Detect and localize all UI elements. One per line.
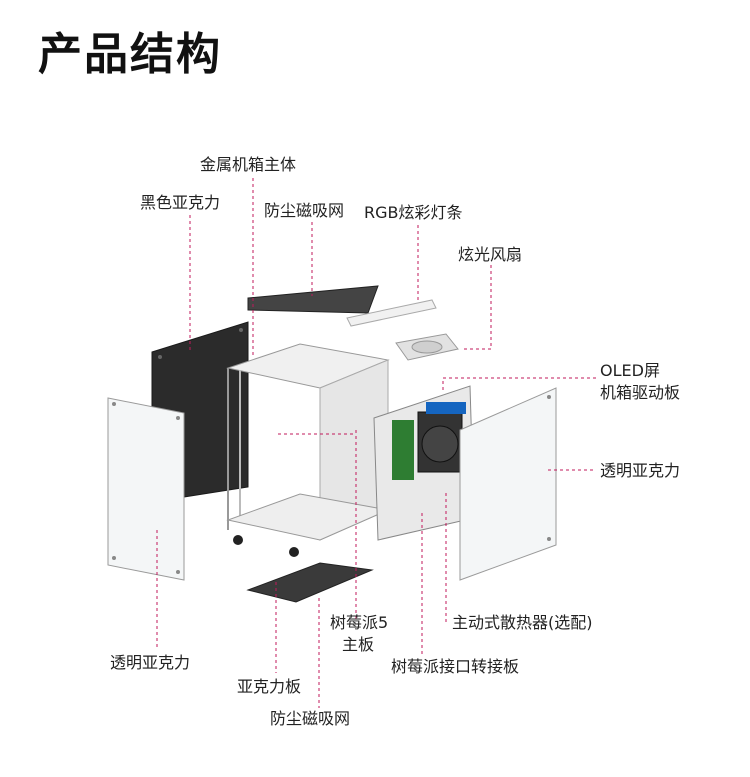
- rgb-strip: [346, 299, 437, 327]
- label-oled-line1: OLED屏: [600, 361, 660, 380]
- fan: [395, 333, 459, 361]
- label-fan: 炫光风扇: [458, 245, 523, 264]
- label-rgb-strip: RGB炫彩灯条: [364, 203, 463, 222]
- label-interface-board: 树莓派接口转接板: [391, 657, 520, 676]
- label-active-cooler: 主动式散热器(选配): [452, 613, 593, 632]
- page-title: 产品结构: [38, 29, 222, 80]
- bottom-acrylic-board: [246, 562, 374, 603]
- label-pi5-line2: 主板: [342, 635, 375, 654]
- metal-case-body: [226, 343, 390, 557]
- label-pi5-line1: 树莓派5: [330, 613, 389, 632]
- leader-lines: [156, 178, 596, 708]
- label-top-dust-filter: 防尘磁吸网: [264, 201, 345, 220]
- label-black-acrylic: 黑色亚克力: [140, 193, 221, 212]
- label-clear-acrylic-left: 透明亚克力: [110, 653, 191, 672]
- label-acrylic-board: 亚克力板: [237, 677, 302, 696]
- label-oled-line2: 机箱驱动板: [600, 383, 681, 402]
- left-clear-acrylic-panel: [107, 397, 185, 581]
- pi-assembly: [373, 385, 475, 541]
- right-clear-acrylic-panel: [459, 387, 557, 581]
- label-metal-case-body: 金属机箱主体: [200, 155, 297, 174]
- label-bottom-dust-filter: 防尘磁吸网: [270, 709, 351, 728]
- top-dust-filter: [247, 285, 379, 314]
- label-clear-acrylic-right: 透明亚克力: [600, 461, 681, 480]
